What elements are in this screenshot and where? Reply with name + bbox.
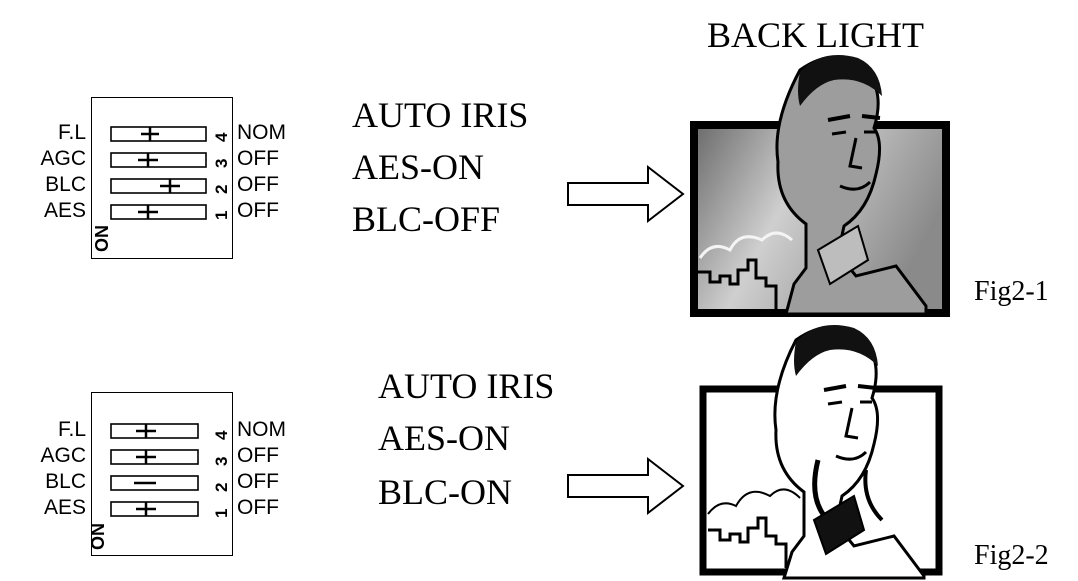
page-title: BACK LIGHT (707, 15, 924, 55)
right-arrow-2 (567, 456, 685, 516)
dip-switch-housing (91, 392, 233, 556)
portrait-backlit-icon (690, 55, 950, 317)
switch-slots-panel-1 (110, 126, 207, 220)
mode-line-aes: AES-ON (352, 147, 484, 187)
dip-label-blc: BLC (45, 173, 86, 196)
dip-state-blc: OFF (237, 470, 279, 493)
dip-label-fl: F.L (57, 418, 86, 441)
dip-state-aes: OFF (237, 496, 279, 519)
switch-lever-4 (136, 424, 156, 438)
dip-label-blc: BLC (45, 470, 86, 493)
switch-slots-panel-2 (110, 423, 199, 517)
dip-switch-housing (91, 97, 233, 259)
switch-lever-3 (138, 153, 158, 167)
mode-line-iris: AUTO IRIS (352, 95, 529, 135)
portrait-blc-icon (699, 325, 943, 580)
mode-line-aes: AES-ON (378, 418, 510, 458)
dip-state-blc: OFF (237, 173, 279, 196)
switch-lever-1 (138, 205, 158, 219)
dip-label-aes: AES (43, 199, 86, 222)
switch-lever-4 (141, 127, 159, 141)
switch-slot-2 (110, 178, 207, 194)
switch-lever-3 (136, 450, 156, 464)
figure-label: Fig2-2 (974, 540, 1049, 571)
figure-label: Fig2-1 (974, 276, 1049, 307)
dip-label-aes: AES (43, 496, 86, 519)
mode-line-iris: AUTO IRIS (378, 366, 555, 406)
dip-label-fl: F.L (57, 121, 86, 144)
right-arrow-1 (567, 164, 685, 224)
mode-line-blc: BLC-OFF (352, 199, 501, 239)
switch-slot-3 (110, 152, 207, 168)
dip-label-agc: AGC (40, 444, 86, 467)
switch-lever-2 (160, 179, 180, 193)
switch-lever-1 (136, 502, 156, 516)
dip-label-agc: AGC (40, 147, 86, 170)
dip-state-fl: NOM (237, 418, 286, 441)
dip-state-agc: OFF (237, 444, 279, 467)
mode-line-blc: BLC-ON (378, 472, 512, 512)
dip-state-aes: OFF (237, 199, 279, 222)
dip-state-fl: NOM (237, 121, 286, 144)
dip-state-agc: OFF (237, 147, 279, 170)
switch-slot-1 (110, 204, 207, 220)
